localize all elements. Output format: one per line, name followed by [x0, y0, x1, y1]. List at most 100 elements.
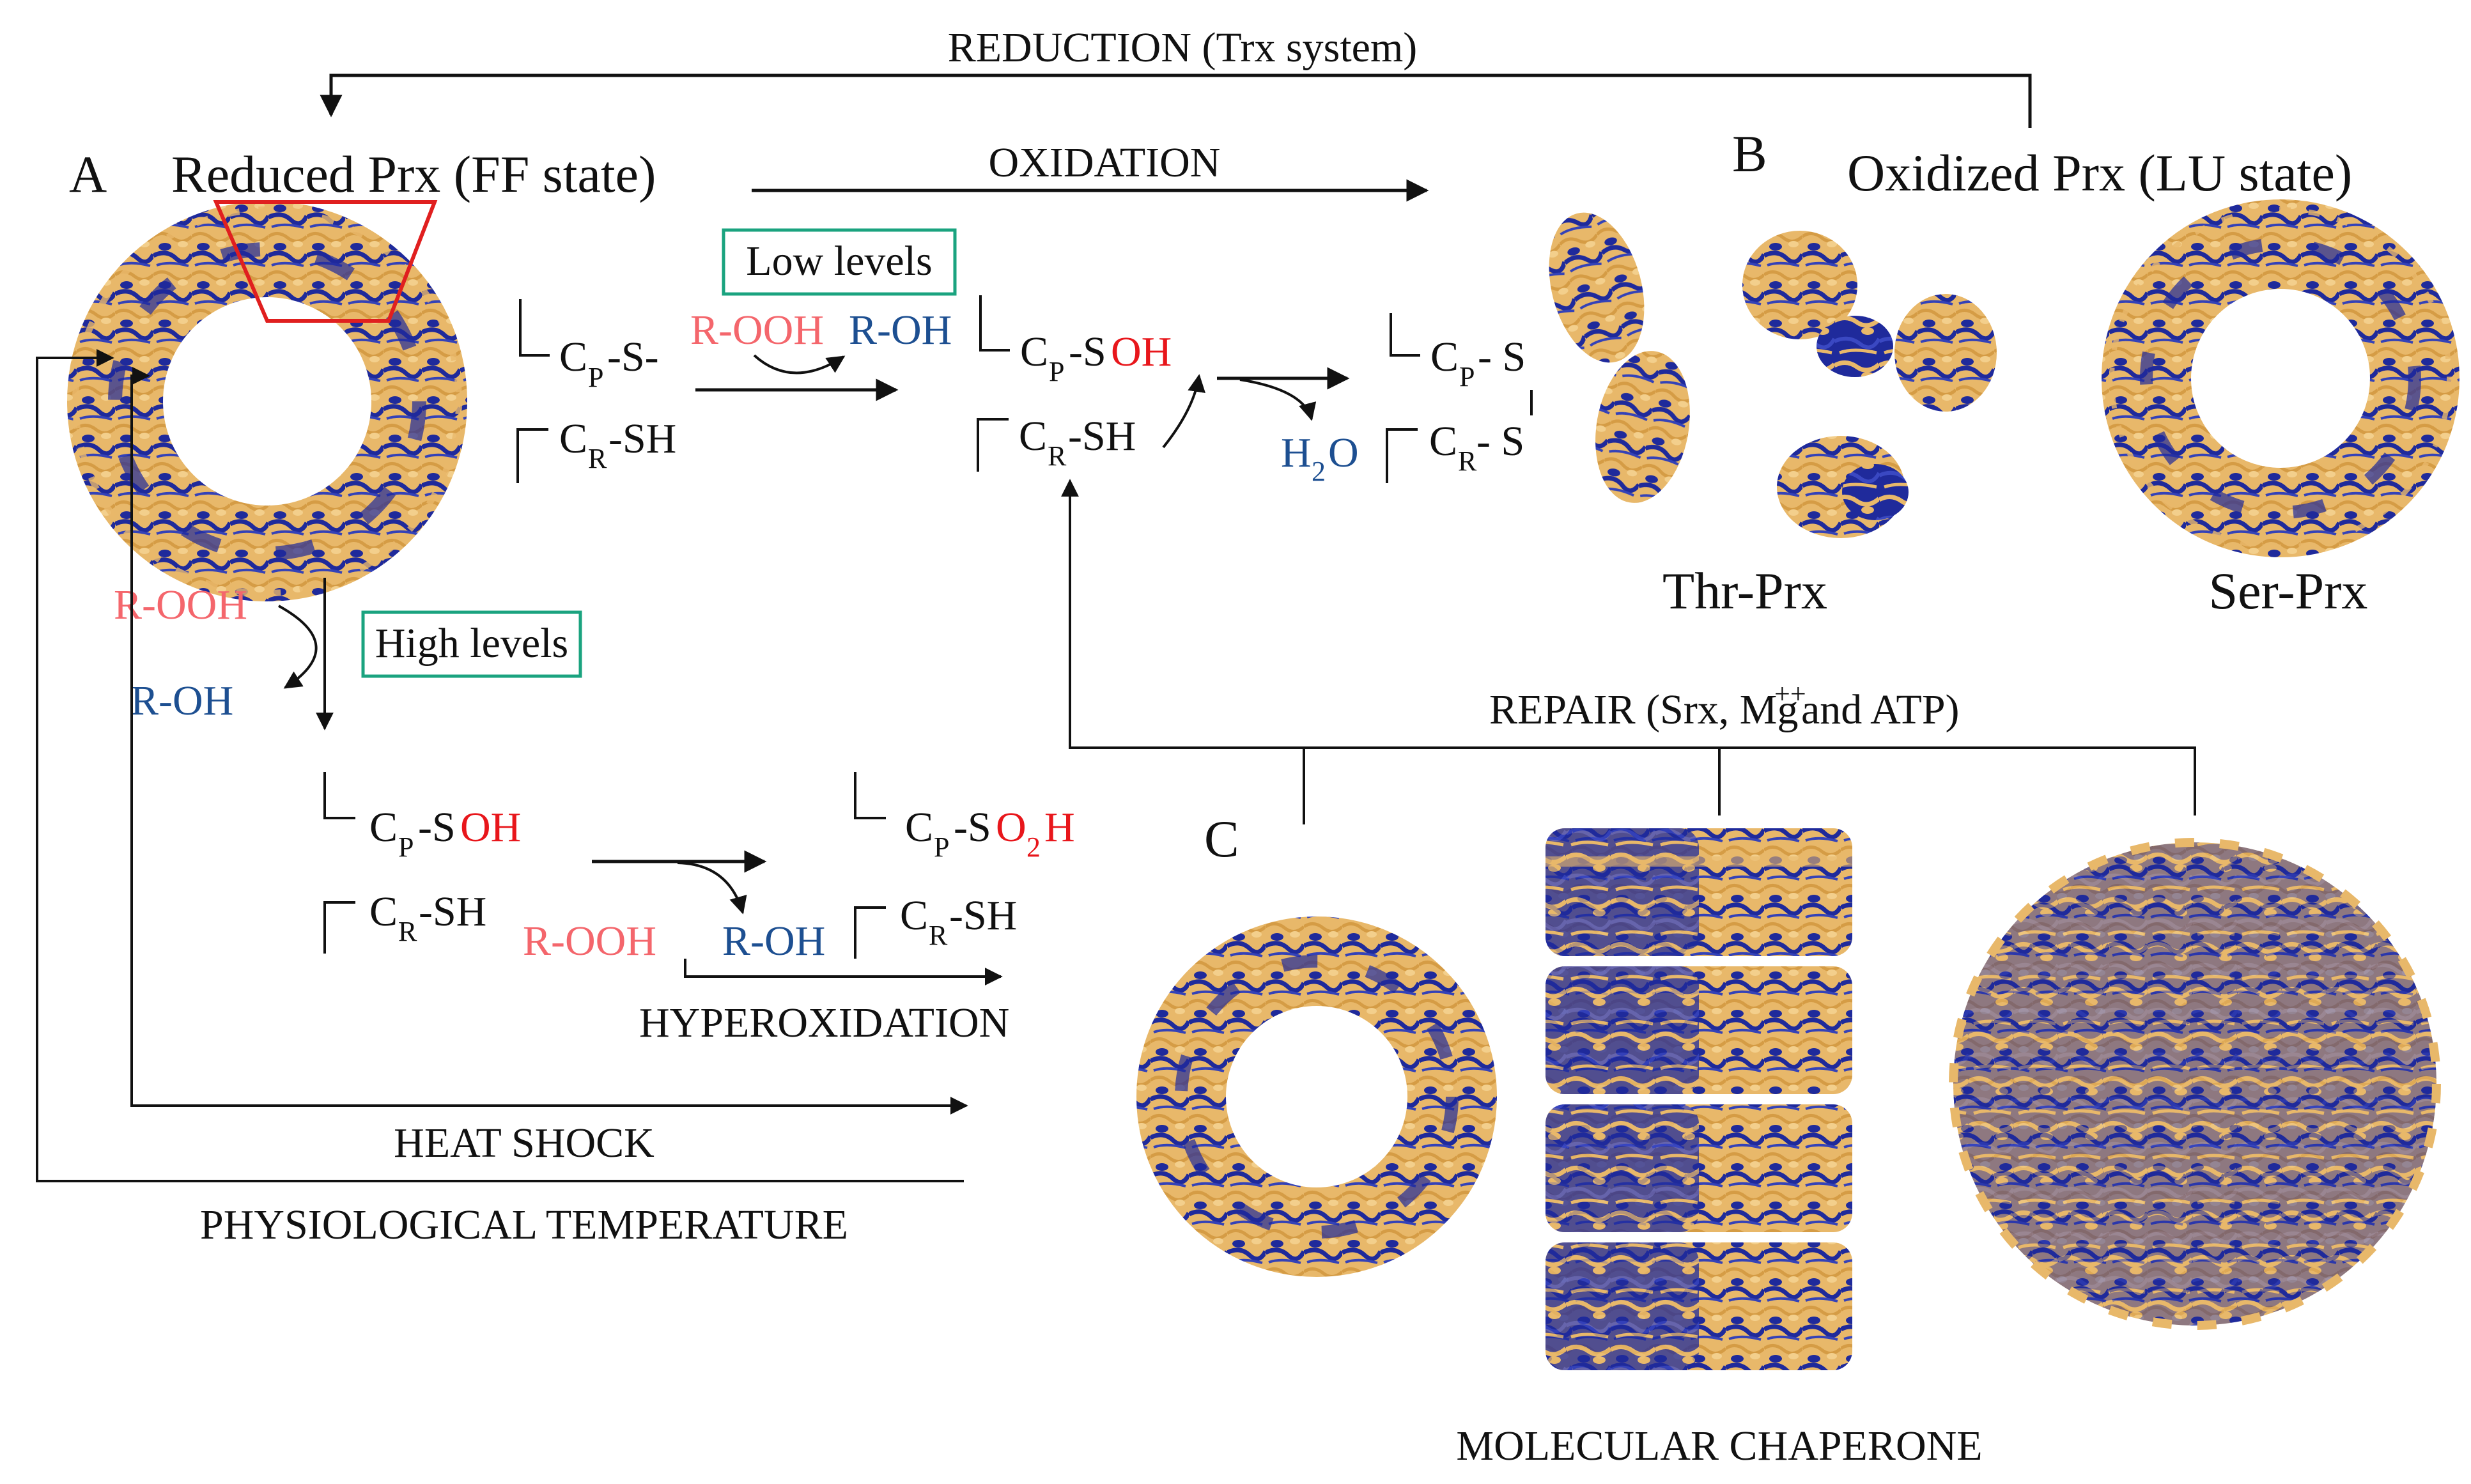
bracket-cr-3: [1386, 428, 1418, 483]
svg-text:P: P: [588, 362, 603, 393]
curved-arrow-hyper: [677, 862, 747, 915]
svg-text:H: H: [1044, 804, 1075, 851]
svg-text:- S: - S: [1478, 334, 1526, 380]
svg-text:P: P: [1459, 361, 1475, 392]
svg-text:++: ++: [1774, 678, 1806, 709]
heat-shock-arrow: [130, 1016, 968, 1115]
water-label: H 2 O: [1281, 429, 1359, 487]
svg-text:-S-: -S-: [607, 334, 659, 380]
bracket-cr-4: [323, 901, 355, 954]
cp-disulfide-label: C P - S: [1430, 334, 1526, 392]
cr-disulfide-label: C R - S: [1429, 418, 1524, 477]
ser-prx-decamer: [2102, 199, 2459, 557]
svg-text:C: C: [900, 892, 928, 939]
svg-text:OH: OH: [460, 804, 521, 851]
heat-shock-label: HEAT SHOCK: [394, 1120, 655, 1166]
svg-text:-SH: -SH: [949, 892, 1017, 939]
cr-sh-label-2: C R -SH: [1019, 413, 1136, 472]
physiological-temp-arrow: [36, 349, 964, 1182]
molecular-chaperone-label: MOLECULAR CHAPERONE: [1456, 1423, 1982, 1469]
svg-text:-SH: -SH: [1068, 413, 1136, 460]
svg-text:C: C: [1430, 334, 1459, 380]
panel-c-label: C: [1204, 810, 1239, 868]
dimer-highlight-trapezoid: [213, 200, 438, 323]
curved-arrow-high: [278, 605, 318, 689]
curved-arrow-water: [1239, 378, 1317, 421]
svg-text:R: R: [588, 443, 607, 474]
curved-arrow-low: [753, 354, 846, 375]
hyperoxidation-arrow: [684, 959, 1003, 985]
ser-prx-label: Ser-Prx: [2209, 562, 2368, 620]
svg-text:2: 2: [1026, 831, 1041, 863]
physiological-temp-label: PHYSIOLOGICAL TEMPERATURE: [200, 1202, 848, 1248]
chaperone-spherical-complex: [1949, 838, 2441, 1330]
svg-text:C: C: [369, 804, 398, 851]
svg-text:-S: -S: [418, 804, 456, 851]
svg-text:H: H: [1281, 429, 1312, 476]
bracket-cr-1: [516, 428, 548, 483]
svg-text:C: C: [559, 334, 587, 380]
low-levels-label: Low levels: [746, 238, 932, 284]
svg-text:2: 2: [1312, 456, 1326, 487]
curved-arrow-thiol-attack: [1162, 374, 1205, 449]
r-ooh-high: R-OOH: [114, 582, 247, 628]
svg-text:C: C: [1429, 418, 1457, 465]
r-oh-high: R-OH: [130, 677, 233, 724]
svg-text:C: C: [905, 804, 933, 851]
bracket-cp-5: [854, 772, 886, 819]
panel-b-label: B: [1732, 125, 1767, 183]
svg-text:C: C: [369, 888, 398, 935]
low-levels-box: [722, 228, 957, 296]
bracket-cp-4: [323, 772, 355, 819]
reduced-prx-title: Reduced Prx (FF state): [171, 145, 656, 203]
reduction-label: REDUCTION (Trx system): [948, 24, 1418, 71]
r-ooh-hyper: R-OOH: [523, 918, 656, 964]
repair-arrow: [1061, 479, 2196, 815]
reduction-arrow: [320, 73, 2032, 128]
svg-text:and ATP): and ATP): [1801, 686, 1960, 733]
panel-a-label: A: [69, 145, 107, 203]
svg-text:P: P: [398, 831, 414, 863]
svg-text:P: P: [1049, 356, 1064, 387]
svg-text:C: C: [1019, 413, 1047, 460]
bracket-cp-3: [1390, 313, 1420, 357]
cr-sh-lower-label: C R -SH: [369, 888, 486, 947]
bracket-cr-2: [977, 418, 1009, 472]
svg-text:OH: OH: [1111, 328, 1172, 375]
cp-soh-lower-label: C P -S OH: [369, 804, 521, 863]
reduced-prx-decamer: [67, 201, 467, 601]
svg-text:R: R: [1458, 445, 1477, 477]
svg-text:R: R: [1048, 440, 1067, 472]
high-levels-box: [361, 610, 582, 678]
bracket-cp-1: [519, 299, 550, 357]
thr-prx-label: Thr-Prx: [1662, 562, 1827, 620]
cp-soh-label: C P -S OH: [1020, 328, 1172, 387]
cr-thiol-label: C R -SH: [559, 415, 676, 474]
heat-shock-return: [130, 367, 150, 1016]
bracket-cr-5: [854, 906, 886, 959]
r-oh-low: R-OH: [849, 307, 952, 353]
r-oh-hyper: R-OH: [722, 918, 825, 964]
high-levels-label: High levels: [375, 620, 568, 667]
svg-text:C: C: [559, 415, 587, 462]
svg-text:-SH: -SH: [419, 888, 486, 935]
svg-text:R: R: [929, 920, 948, 951]
cr-sh-so2h-label: C R -SH: [900, 892, 1017, 951]
svg-text:- S: - S: [1476, 418, 1524, 465]
chaperone-decamer: [1136, 916, 1497, 1277]
svg-text:P: P: [934, 831, 949, 863]
svg-text:R: R: [398, 916, 417, 947]
repair-label: REPAIR (Srx, Mg ++ and ATP): [1489, 678, 1960, 733]
svg-text:-S: -S: [1069, 328, 1106, 375]
svg-text:O: O: [1328, 429, 1359, 476]
svg-text:-SH: -SH: [608, 415, 676, 462]
oxidized-prx-title: Oxidized Prx (LU state): [1847, 144, 2352, 202]
r-ooh-low: R-OOH: [690, 307, 824, 353]
thr-prx-dimers: [1549, 212, 1997, 538]
oxidation-label: OXIDATION: [989, 139, 1221, 186]
svg-text:C: C: [1020, 328, 1048, 375]
bracket-cp-2: [979, 295, 1010, 352]
svg-text:REPAIR (Srx, Mg: REPAIR (Srx, Mg: [1489, 686, 1799, 733]
chaperone-stacked-complex: [1545, 828, 1852, 1370]
